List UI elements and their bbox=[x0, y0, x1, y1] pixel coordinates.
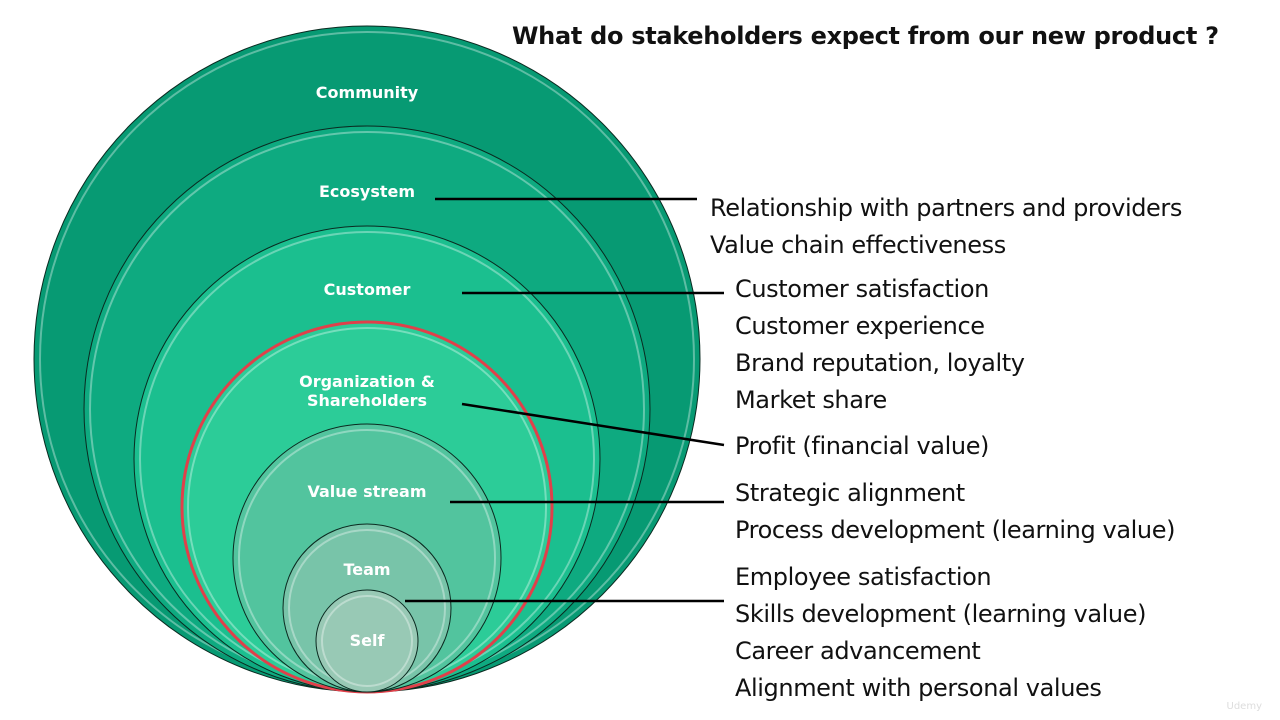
expectation-item: Profit (financial value) bbox=[735, 432, 990, 460]
ring-label-shareholders: Shareholders bbox=[307, 391, 427, 410]
watermark-logo: Udemy bbox=[1226, 701, 1262, 712]
ring-label-team: Team bbox=[343, 560, 390, 579]
expectation-item: Market share bbox=[735, 386, 887, 414]
expectation-item: Brand reputation, loyalty bbox=[735, 349, 1025, 377]
ring-label-ecosystem: Ecosystem bbox=[319, 182, 415, 201]
connector-organization bbox=[461, 402, 725, 447]
ring-self bbox=[315, 589, 419, 693]
expectation-item: Skills development (learning value) bbox=[735, 600, 1147, 628]
ring-label-organization: Organization & bbox=[299, 372, 435, 391]
slide-title: What do stakeholders expect from our new… bbox=[512, 22, 1219, 50]
ring-highlight-self bbox=[321, 595, 413, 687]
expectation-item: Customer satisfaction bbox=[735, 275, 989, 303]
expectation-item: Strategic alignment bbox=[735, 479, 965, 507]
expectation-item: Value chain effectiveness bbox=[710, 231, 1006, 259]
ring-label-community: Community bbox=[316, 83, 419, 102]
ring-label-value-stream: Value stream bbox=[308, 482, 427, 501]
expectation-item: Process development (learning value) bbox=[735, 516, 1176, 544]
expectation-item: Relationship with partners and providers bbox=[710, 194, 1182, 222]
expectation-item: Customer experience bbox=[735, 312, 985, 340]
ring-label-customer: Customer bbox=[324, 280, 411, 299]
expectation-item: Career advancement bbox=[735, 637, 981, 665]
expectation-item: Employee satisfaction bbox=[735, 563, 992, 591]
ring-label-self: Self bbox=[350, 631, 386, 650]
expectation-item: Alignment with personal values bbox=[735, 674, 1102, 702]
